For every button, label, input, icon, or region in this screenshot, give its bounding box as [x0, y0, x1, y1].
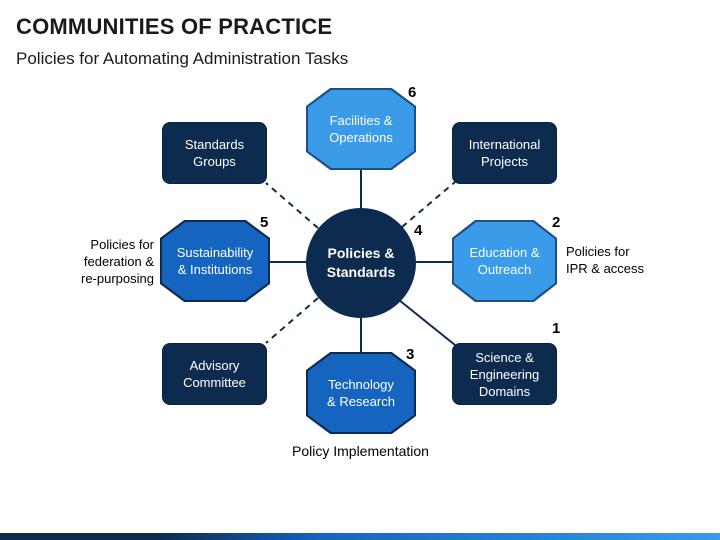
- number-4: 4: [414, 222, 423, 239]
- node-education-outreach: Education & Outreach: [452, 220, 557, 302]
- node-technology-research: Technology & Research: [306, 352, 416, 434]
- dashed-line-to-international: [401, 181, 456, 228]
- number-1: 1: [552, 320, 561, 337]
- note-ipr-access: Policies for IPR & access: [566, 244, 645, 276]
- node-technology-label: Technology & Research: [308, 354, 414, 432]
- node-sustainability-label: Sustainability & Institutions: [162, 222, 268, 300]
- line-to-science: [398, 299, 456, 346]
- number-3: 3: [406, 346, 415, 363]
- node-education-label: Education & Outreach: [454, 222, 555, 300]
- number-6: 6: [408, 84, 417, 101]
- footer-accent-bar: [0, 533, 720, 540]
- note-policy-implementation: Policy Implementation: [292, 443, 429, 459]
- node-international-projects: International Projects: [452, 122, 557, 184]
- node-advisory-committee: Advisory Committee: [162, 343, 267, 405]
- note-federation: Policies for federation & re-purposing: [81, 237, 154, 286]
- node-sustainability-institutions: Sustainability & Institutions: [160, 220, 270, 302]
- page-subtitle: Policies for Automating Administration T…: [16, 49, 349, 68]
- number-2: 2: [552, 214, 561, 231]
- dashed-line-to-standards-groups: [265, 182, 319, 229]
- dashed-line-to-advisory: [265, 297, 319, 344]
- number-5: 5: [260, 214, 269, 231]
- node-facilities-label: Facilities & Operations: [308, 90, 414, 168]
- node-facilities-operations: Facilities & Operations: [306, 88, 416, 170]
- node-science-engineering-domains: Science & Engineering Domains: [452, 343, 557, 405]
- node-standards-groups: Standards Groups: [162, 122, 267, 184]
- center-policies-standards: Policies & Standards: [306, 208, 416, 318]
- page-title: COMMUNITIES OF PRACTICE: [16, 14, 333, 39]
